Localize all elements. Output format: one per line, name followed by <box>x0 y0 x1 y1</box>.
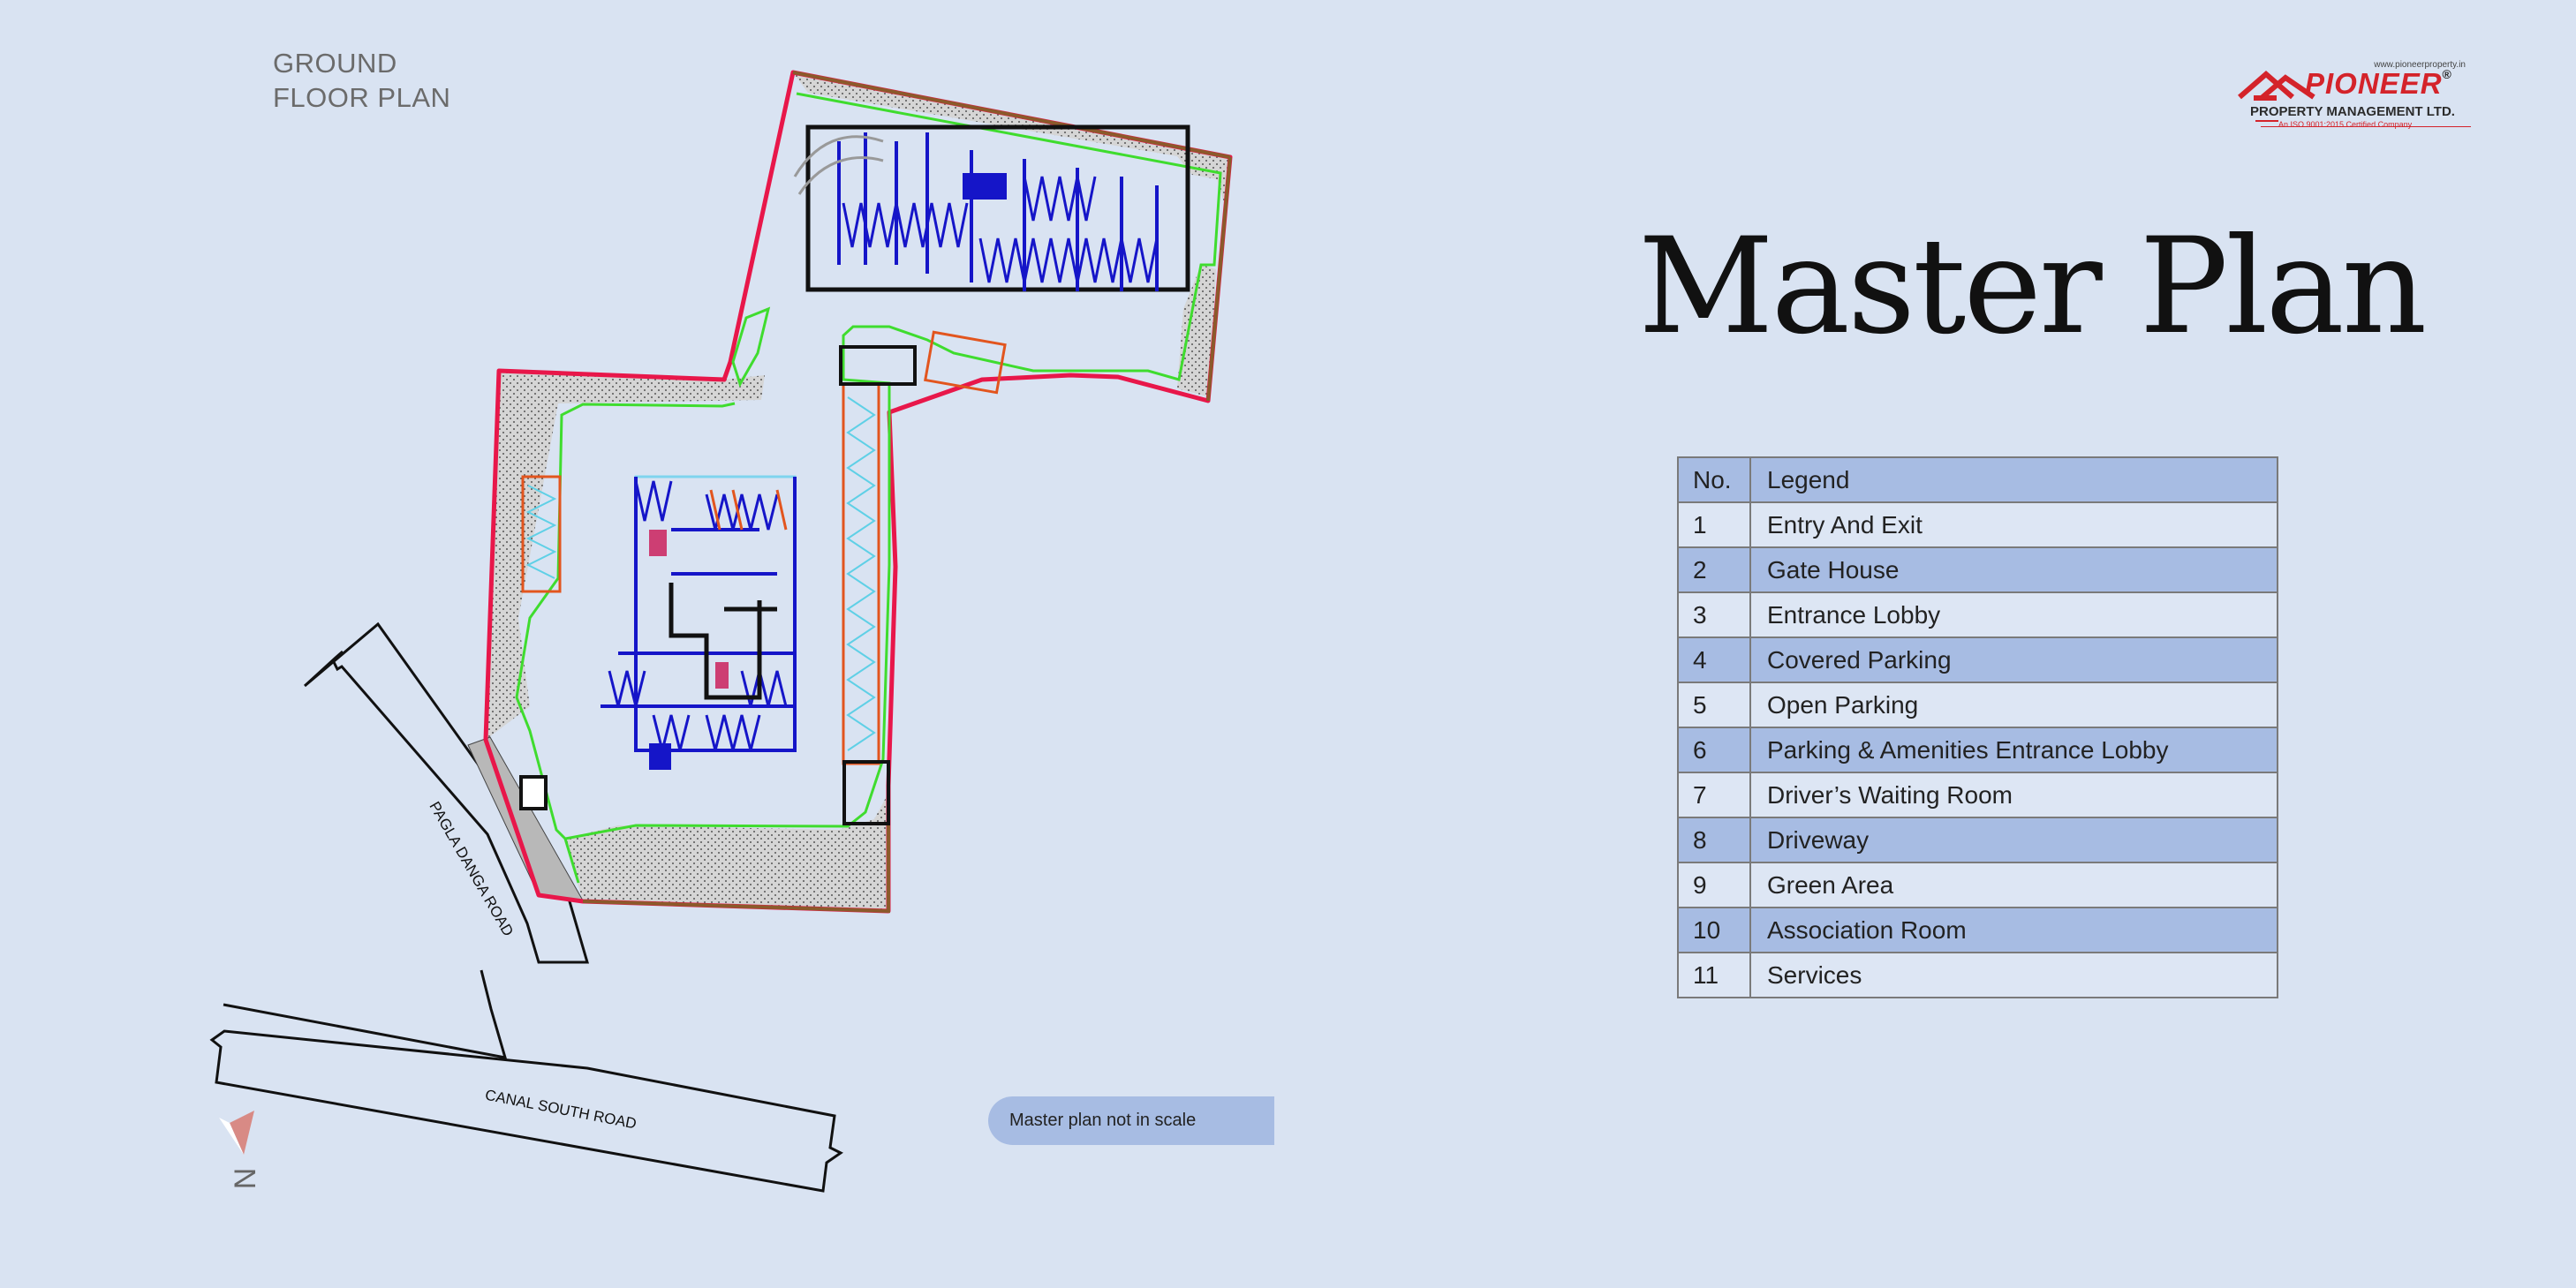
legend-row-no: 11 <box>1677 952 1751 998</box>
canal-south-road-outline <box>209 969 843 1193</box>
legend-row-label: Parking & Amenities Entrance Lobby <box>1749 727 2278 773</box>
parking-bay-marks <box>525 396 876 751</box>
legend-row-no: 6 <box>1677 727 1751 773</box>
logo-rule-left <box>2255 120 2278 122</box>
north-arrow-icon <box>219 1111 254 1155</box>
legend-header-row: No. Legend <box>1677 456 2278 503</box>
legend-row-label: Driver’s Waiting Room <box>1749 772 2278 818</box>
legend-row-label: Covered Parking <box>1749 636 2278 683</box>
logo-brand-text: PIONEER <box>2305 67 2443 100</box>
residential-tower-block <box>601 475 797 770</box>
driveway-area-east <box>1177 265 1216 397</box>
page-title: Master Plan <box>1638 210 2427 364</box>
legend-header-no: No. <box>1677 456 1751 503</box>
floor-plan-label: GROUND FLOOR PLAN <box>273 46 450 115</box>
floor-label-line1: GROUND <box>273 48 397 79</box>
legend-row-no: 10 <box>1677 907 1751 953</box>
legend-row-label: Green Area <box>1749 862 2278 908</box>
driveway-area-south <box>565 795 888 911</box>
company-logo: www.pioneerproperty.in PIONEER® PROPERTY… <box>2225 58 2473 138</box>
floor-label-line2: FLOOR PLAN <box>273 82 451 113</box>
covered-parking-block-north <box>793 124 1190 292</box>
legend-row-no: 9 <box>1677 862 1751 908</box>
driveway-area-west <box>486 371 765 740</box>
legend-row-no: 8 <box>1677 817 1751 863</box>
legend-row-label: Association Room <box>1749 907 2278 953</box>
logo-certification: An ISO 9001:2015 Certified Company <box>2278 120 2413 129</box>
site-boundary-brown-edge <box>582 71 1232 914</box>
logo-url: www.pioneerproperty.in <box>2374 60 2466 70</box>
legend-row-no: 5 <box>1677 682 1751 728</box>
legend-header-label: Legend <box>1749 456 2278 503</box>
logo-registered-mark: ® <box>2442 67 2452 81</box>
logo-brand: PIONEER® <box>2305 67 2452 101</box>
legend-row-label: Gate House <box>1749 546 2278 593</box>
services-block-2 <box>842 760 890 825</box>
legend-row-label: Services <box>1749 952 2278 998</box>
house-roof-icon <box>2238 71 2315 101</box>
north-label: N <box>229 1168 262 1190</box>
legend-row-label: Driveway <box>1749 817 2278 863</box>
scale-note: Master plan not in scale <box>988 1096 1274 1145</box>
legend-row-label: Entrance Lobby <box>1749 591 2278 638</box>
logo-rule-bottom <box>2261 126 2471 127</box>
legend-row-no: 1 <box>1677 501 1751 548</box>
services-block-1 <box>839 345 917 386</box>
road-label-canal-south: CANAL SOUTH ROAD <box>484 1087 638 1133</box>
legend-row-label: Entry And Exit <box>1749 501 2278 548</box>
legend-row-no: 4 <box>1677 636 1751 683</box>
logo-subtitle: PROPERTY MANAGEMENT LTD. <box>2250 104 2455 119</box>
gate-house <box>519 775 548 810</box>
legend-row-no: 2 <box>1677 546 1751 593</box>
legend-row-no: 3 <box>1677 591 1751 638</box>
site-boundary <box>483 70 1233 914</box>
driveway-area-north <box>795 75 1230 203</box>
legend-row-label: Open Parking <box>1749 682 2278 728</box>
canal-south-road-label: CANAL SOUTH ROAD <box>484 1087 638 1133</box>
legend-row-no: 7 <box>1677 772 1751 818</box>
